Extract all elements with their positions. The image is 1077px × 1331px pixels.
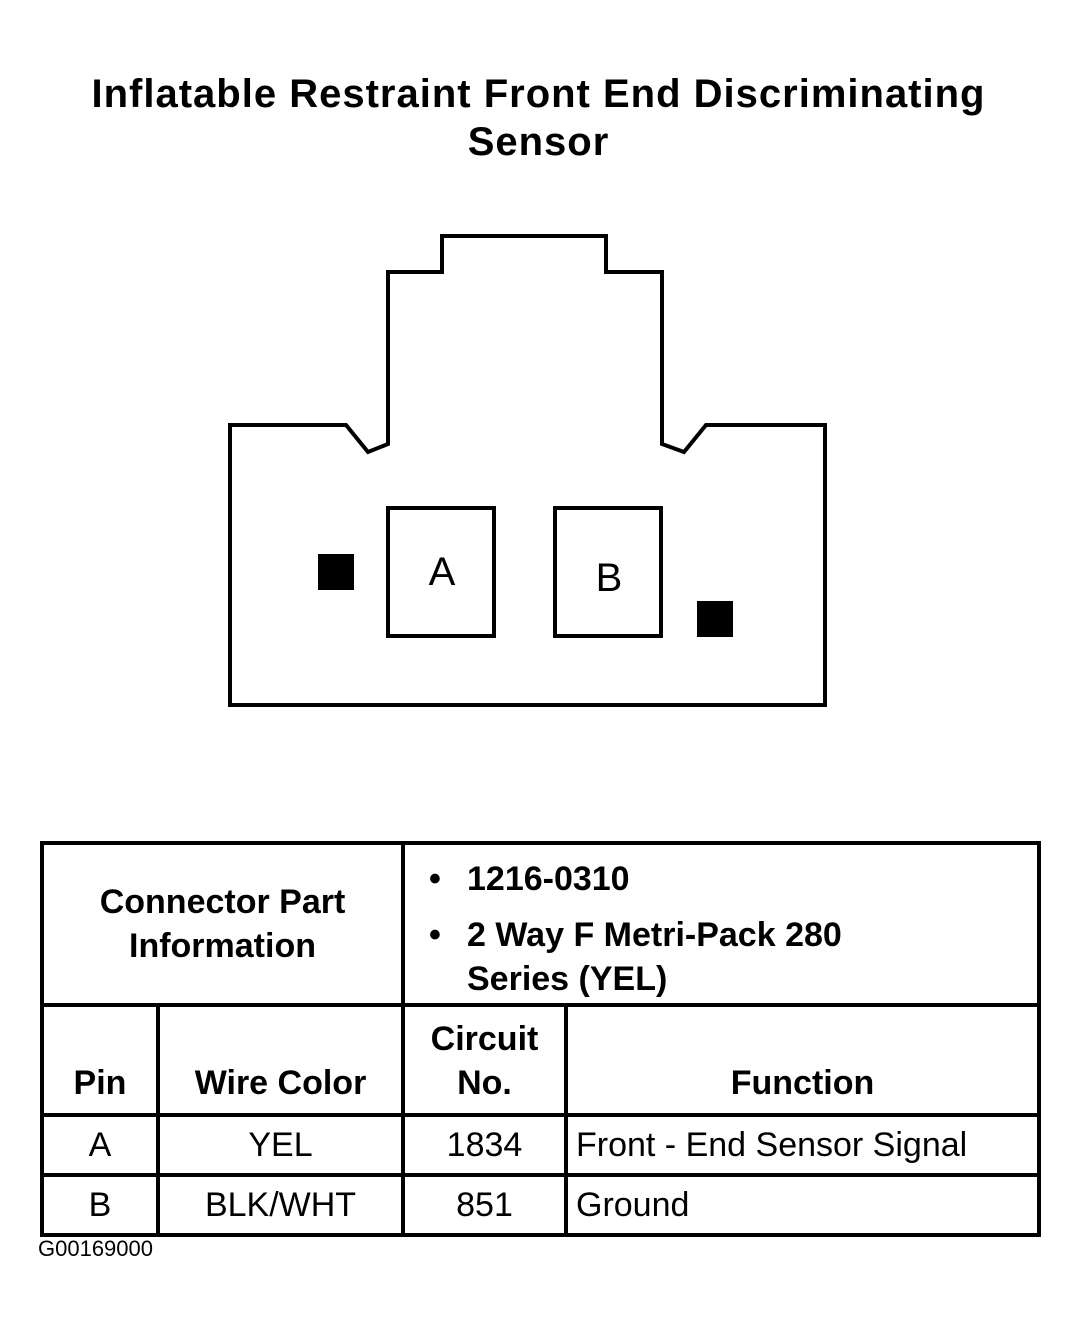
pin-a-cavity — [386, 506, 496, 638]
title-line-2: Sensor — [467, 120, 610, 164]
pin-b-label: B — [595, 556, 623, 600]
header-pin: Pin — [40, 1003, 160, 1117]
row-a-circuit: 1834 — [401, 1113, 568, 1177]
part-info-row: Connector Part Information 1216-0310 2 W… — [40, 841, 1042, 1007]
part-info-details: 1216-0310 2 Way F Metri-Pack 280 Series … — [400, 841, 1042, 1007]
row-b-circuit: 851 — [401, 1173, 568, 1237]
part-info-label-line1: Connector Part — [99, 883, 346, 921]
part-info-label: Connector Part Information — [40, 841, 405, 1007]
row-a-pin: A — [40, 1113, 160, 1177]
part-description: 2 Way F Metri-Pack 280 Series (YEL) — [429, 913, 1037, 1001]
figure-id: G00169000 — [38, 1236, 153, 1261]
row-b-function: Ground — [563, 1173, 1042, 1237]
row-b-wire-color: BLK/WHT — [156, 1173, 405, 1237]
connector-diagram — [228, 234, 827, 707]
header-function: Function — [563, 1003, 1042, 1117]
header-circuit-no: Circuit No. — [401, 1003, 568, 1117]
row-b-pin: B — [40, 1173, 160, 1237]
row-a-wire-color: YEL — [156, 1113, 405, 1177]
connector-outline — [228, 234, 827, 707]
table-row: A YEL 1834 Front - End Sensor Signal — [40, 1113, 1042, 1177]
title-line-1: Inflatable Restraint Front End Discrimin… — [91, 72, 986, 116]
connector-info-table: Connector Part Information 1216-0310 2 W… — [40, 841, 1042, 1237]
pin-a-label: A — [428, 550, 456, 594]
polarization-key-left — [318, 554, 354, 590]
polarization-key-right — [697, 601, 733, 637]
diagram-title: Inflatable Restraint Front End Discrimin… — [0, 70, 1077, 166]
part-info-label-line2: Information — [129, 927, 316, 965]
pin-b-cavity — [553, 506, 663, 638]
part-number: 1216-0310 — [429, 857, 1037, 901]
table-row: B BLK/WHT 851 Ground — [40, 1173, 1042, 1237]
header-wire-color: Wire Color — [156, 1003, 405, 1117]
row-a-function: Front - End Sensor Signal — [563, 1113, 1042, 1177]
column-header-row: Pin Wire Color Circuit No. Function — [40, 1003, 1042, 1117]
